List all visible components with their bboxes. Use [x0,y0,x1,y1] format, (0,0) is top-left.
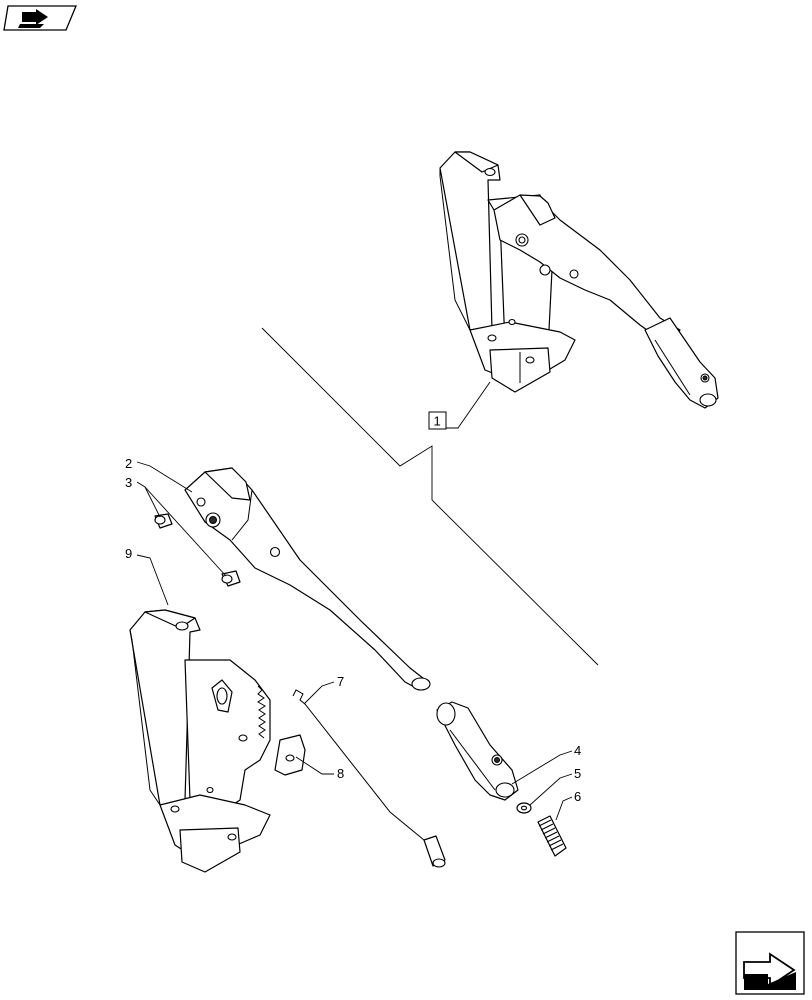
pin-part-lower [221,570,241,587]
exploded-view-separator [261,327,599,666]
callout-label-9: 9 [125,546,132,561]
callout-label-4: 4 [574,743,581,758]
callout-label-3: 3 [125,475,132,490]
lever-arm-part [184,467,431,691]
callout-7: 7 [303,674,344,705]
assembly-callout: 1 [428,381,491,430]
callout-label-6: 6 [574,789,581,804]
grip-part [436,701,519,801]
callout-9: 9 [125,546,169,606]
callout-label-2: 2 [125,456,132,471]
bracket-part [129,609,271,873]
callout-label-8: 8 [337,766,344,781]
callout-3: 3 [125,475,227,577]
washer-part [516,802,532,814]
callout-6: 6 [555,789,581,821]
spring-part [537,815,567,857]
book-arrow-icon[interactable] [3,5,77,31]
callout-label-5: 5 [574,766,581,781]
release-rod-part [292,689,446,868]
clip-plate-part [274,734,306,776]
callout-2: 2 [125,456,193,493]
handbrake-assembly [439,151,719,409]
callout-5: 5 [529,766,581,806]
pin-part-upper [154,513,173,529]
callout-8: 8 [295,756,344,781]
callout-label-7: 7 [337,674,344,689]
callout-4: 4 [511,743,581,785]
assembly-callout-label: 1 [434,414,441,429]
next-page-arrow-icon[interactable] [735,931,805,995]
